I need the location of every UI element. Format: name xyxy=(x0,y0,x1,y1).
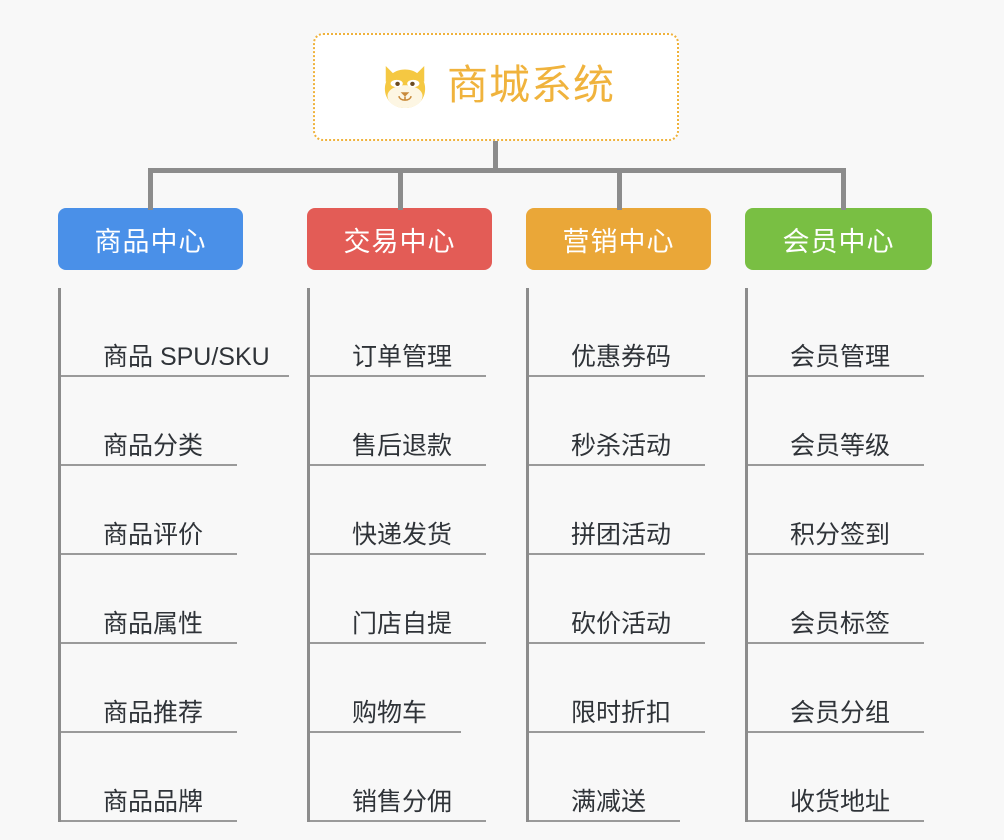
list-item-label: 限时折扣 xyxy=(571,698,672,727)
connector-bus xyxy=(148,168,846,173)
branch-label-2: 营销中心 xyxy=(562,226,675,257)
list-item[interactable]: 订单管理 xyxy=(310,288,555,377)
branch-items-3: 会员管理 会员等级 积分签到 会员标签 会员分组 xyxy=(745,288,995,822)
branch-header-3[interactable]: 会员中心 xyxy=(745,208,932,270)
list-item-label: 销售分佣 xyxy=(352,787,453,816)
item-rule xyxy=(748,731,924,733)
list-item-label: 会员等级 xyxy=(790,431,891,460)
list-item-label: 购物车 xyxy=(352,698,428,727)
list-item[interactable]: 积分签到 xyxy=(748,466,995,555)
list-item[interactable]: 商品 SPU/SKU xyxy=(61,288,318,377)
list-item[interactable]: 商品评价 xyxy=(61,466,318,555)
item-rule xyxy=(748,375,924,377)
list-item-label: 会员管理 xyxy=(790,342,891,371)
list-item[interactable]: 收货地址 xyxy=(748,733,995,822)
item-rule xyxy=(310,375,486,377)
root-node[interactable]: 商城系统 xyxy=(313,33,679,141)
item-rule xyxy=(529,553,705,555)
branch-column-1: 交易中心 订单管理 售后退款 快递发货 门店自提 xyxy=(307,208,555,822)
list-item-label: 砍价活动 xyxy=(571,609,672,638)
connector-drop-1 xyxy=(398,170,403,210)
branch-label-1: 交易中心 xyxy=(343,226,456,257)
item-rule xyxy=(529,820,680,822)
item-rule xyxy=(310,642,486,644)
root-title: 商城系统 xyxy=(447,61,615,108)
item-rule xyxy=(529,642,705,644)
item-rule xyxy=(61,464,237,466)
list-item-label: 积分签到 xyxy=(790,520,891,549)
list-item[interactable]: 限时折扣 xyxy=(529,644,774,733)
list-item-label: 快递发货 xyxy=(352,520,453,549)
branch-items-0: 商品 SPU/SKU 商品分类 商品评价 商品属性 商品推荐 xyxy=(58,288,318,822)
list-item-label: 会员标签 xyxy=(790,609,891,638)
list-item[interactable]: 商品推荐 xyxy=(61,644,318,733)
list-item[interactable]: 商品属性 xyxy=(61,555,318,644)
item-rule xyxy=(61,553,237,555)
item-rule xyxy=(61,642,237,644)
list-item[interactable]: 售后退款 xyxy=(310,377,555,466)
item-rule xyxy=(748,464,924,466)
list-item-label: 门店自提 xyxy=(352,609,453,638)
list-item[interactable]: 购物车 xyxy=(310,644,555,733)
list-item[interactable]: 商品分类 xyxy=(61,377,318,466)
item-rule xyxy=(529,731,705,733)
list-item[interactable]: 会员等级 xyxy=(748,377,995,466)
item-rule xyxy=(310,731,461,733)
list-item-label: 秒杀活动 xyxy=(571,431,672,460)
list-item-label: 售后退款 xyxy=(352,431,453,460)
branch-column-0: 商品中心 商品 SPU/SKU 商品分类 商品评价 商品属性 xyxy=(58,208,318,822)
item-rule xyxy=(61,731,237,733)
list-item[interactable]: 砍价活动 xyxy=(529,555,774,644)
connector-drop-0 xyxy=(148,170,153,210)
list-item[interactable]: 商品品牌 xyxy=(61,733,318,822)
item-rule xyxy=(748,553,924,555)
list-item-label: 商品属性 xyxy=(103,609,204,638)
branch-header-1[interactable]: 交易中心 xyxy=(307,208,492,270)
connector-drop-3 xyxy=(841,170,846,210)
branch-label-0: 商品中心 xyxy=(94,226,207,257)
item-rule xyxy=(61,375,289,377)
list-item-label: 订单管理 xyxy=(352,342,453,371)
list-item[interactable]: 拼团活动 xyxy=(529,466,774,555)
list-item[interactable]: 会员标签 xyxy=(748,555,995,644)
item-rule xyxy=(310,464,486,466)
list-item[interactable]: 门店自提 xyxy=(310,555,555,644)
branch-column-2: 营销中心 优惠券码 秒杀活动 拼团活动 砍价活动 xyxy=(526,208,774,822)
list-item[interactable]: 会员分组 xyxy=(748,644,995,733)
item-rule xyxy=(529,464,705,466)
item-rule xyxy=(310,553,486,555)
shiba-dog-face-icon xyxy=(384,66,426,108)
list-item-label: 满减送 xyxy=(571,787,647,816)
list-item-label: 商品品牌 xyxy=(103,787,204,816)
list-item-label: 拼团活动 xyxy=(571,520,672,549)
list-item-label: 优惠券码 xyxy=(571,342,672,371)
list-item[interactable]: 优惠券码 xyxy=(529,288,774,377)
list-item[interactable]: 秒杀活动 xyxy=(529,377,774,466)
branch-header-2[interactable]: 营销中心 xyxy=(526,208,711,270)
list-item[interactable]: 销售分佣 xyxy=(310,733,555,822)
branch-header-0[interactable]: 商品中心 xyxy=(58,208,243,270)
list-item-label: 商品分类 xyxy=(103,431,204,460)
list-item-label: 商品推荐 xyxy=(103,698,204,727)
item-rule xyxy=(748,642,924,644)
branch-column-3: 会员中心 会员管理 会员等级 积分签到 会员标签 xyxy=(745,208,995,822)
connector-stem xyxy=(493,141,498,171)
branch-label-3: 会员中心 xyxy=(782,226,895,257)
connector-drop-2 xyxy=(617,170,622,210)
list-item-label: 商品评价 xyxy=(103,520,204,549)
list-item-label: 收货地址 xyxy=(790,787,891,816)
list-item[interactable]: 会员管理 xyxy=(748,288,995,377)
item-rule xyxy=(310,820,486,822)
list-item-label: 会员分组 xyxy=(790,698,891,727)
list-item[interactable]: 快递发货 xyxy=(310,466,555,555)
item-rule xyxy=(748,820,924,822)
item-rule xyxy=(61,820,237,822)
branch-items-2: 优惠券码 秒杀活动 拼团活动 砍价活动 限时折扣 xyxy=(526,288,774,822)
branch-items-1: 订单管理 售后退款 快递发货 门店自提 购物车 xyxy=(307,288,555,822)
list-item-label: 商品 SPU/SKU xyxy=(103,342,270,371)
list-item[interactable]: 满减送 xyxy=(529,733,774,822)
item-rule xyxy=(529,375,705,377)
